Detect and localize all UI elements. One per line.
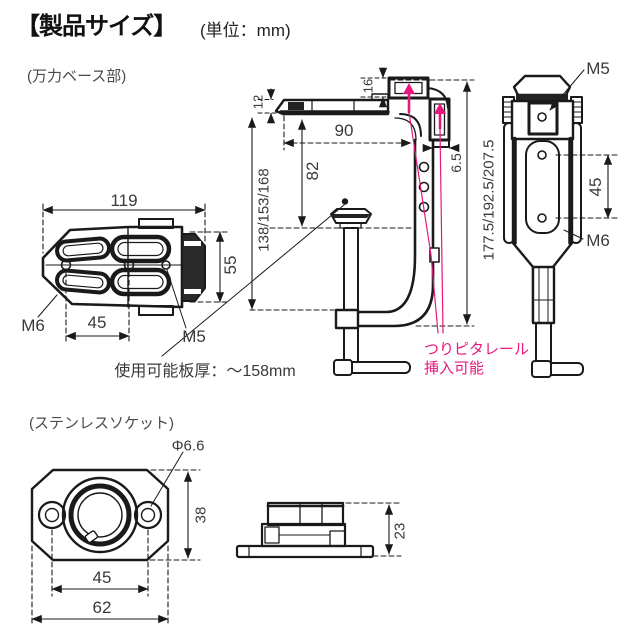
label-m6-front: M6 [586,231,610,250]
socket-section-label: (ステンレスソケット) [29,415,174,432]
dim-socket-width: 62 [92,598,112,617]
label-m6-top: M6 [21,316,45,335]
page-title: 【製品サイズ】 [16,13,177,40]
label-m5-top: M5 [182,327,206,346]
rail-insert-arrows [403,83,446,334]
dim-opening-range: 138/153/168 [255,168,273,252]
dim-front-hole-pitch: 45 [586,177,605,197]
rail-insert-note: つりピタレール 挿入可能 [424,340,529,378]
plate-thickness-note: 使用可能板厚：～158mm [114,363,296,380]
dim-tip-thickness: 12 [250,94,266,110]
socket-top-view-drawing [30,451,201,627]
label-m5-front: M5 [586,59,610,78]
vise-base-section-label: (万力ベース部) [27,68,127,85]
dim-socket-side-height: 23 [391,522,409,540]
dim-top-width: 119 [110,191,138,210]
dim-jaw-depth: 90 [334,121,354,140]
vise-top-view-drawing [37,203,228,345]
socket-side-view-drawing [235,501,402,559]
dim-socket-height: 38 [192,506,210,524]
dim-socket-hole-dia: Φ6.6 [171,437,205,455]
rail-insert-note-line1: つりピタレール [424,341,530,358]
dim-rail-offset: 6.5 [448,153,464,173]
dim-top-height: 55 [221,255,240,275]
dim-jaw-opening: 82 [303,161,322,181]
dim-socket-hole-pitch: 45 [92,568,112,587]
vise-front-view-drawing [502,69,618,378]
dim-top-hole-pitch: 45 [87,313,107,332]
dim-rail-slot: 16 [360,78,376,94]
dim-total-height-range: 177.5/192.5/207.5 [480,139,498,261]
vise-side-view-drawing [161,67,475,376]
rail-insert-note-line2: 挿入可能 [424,360,485,377]
unit-label: (単位：mm) [200,21,291,40]
